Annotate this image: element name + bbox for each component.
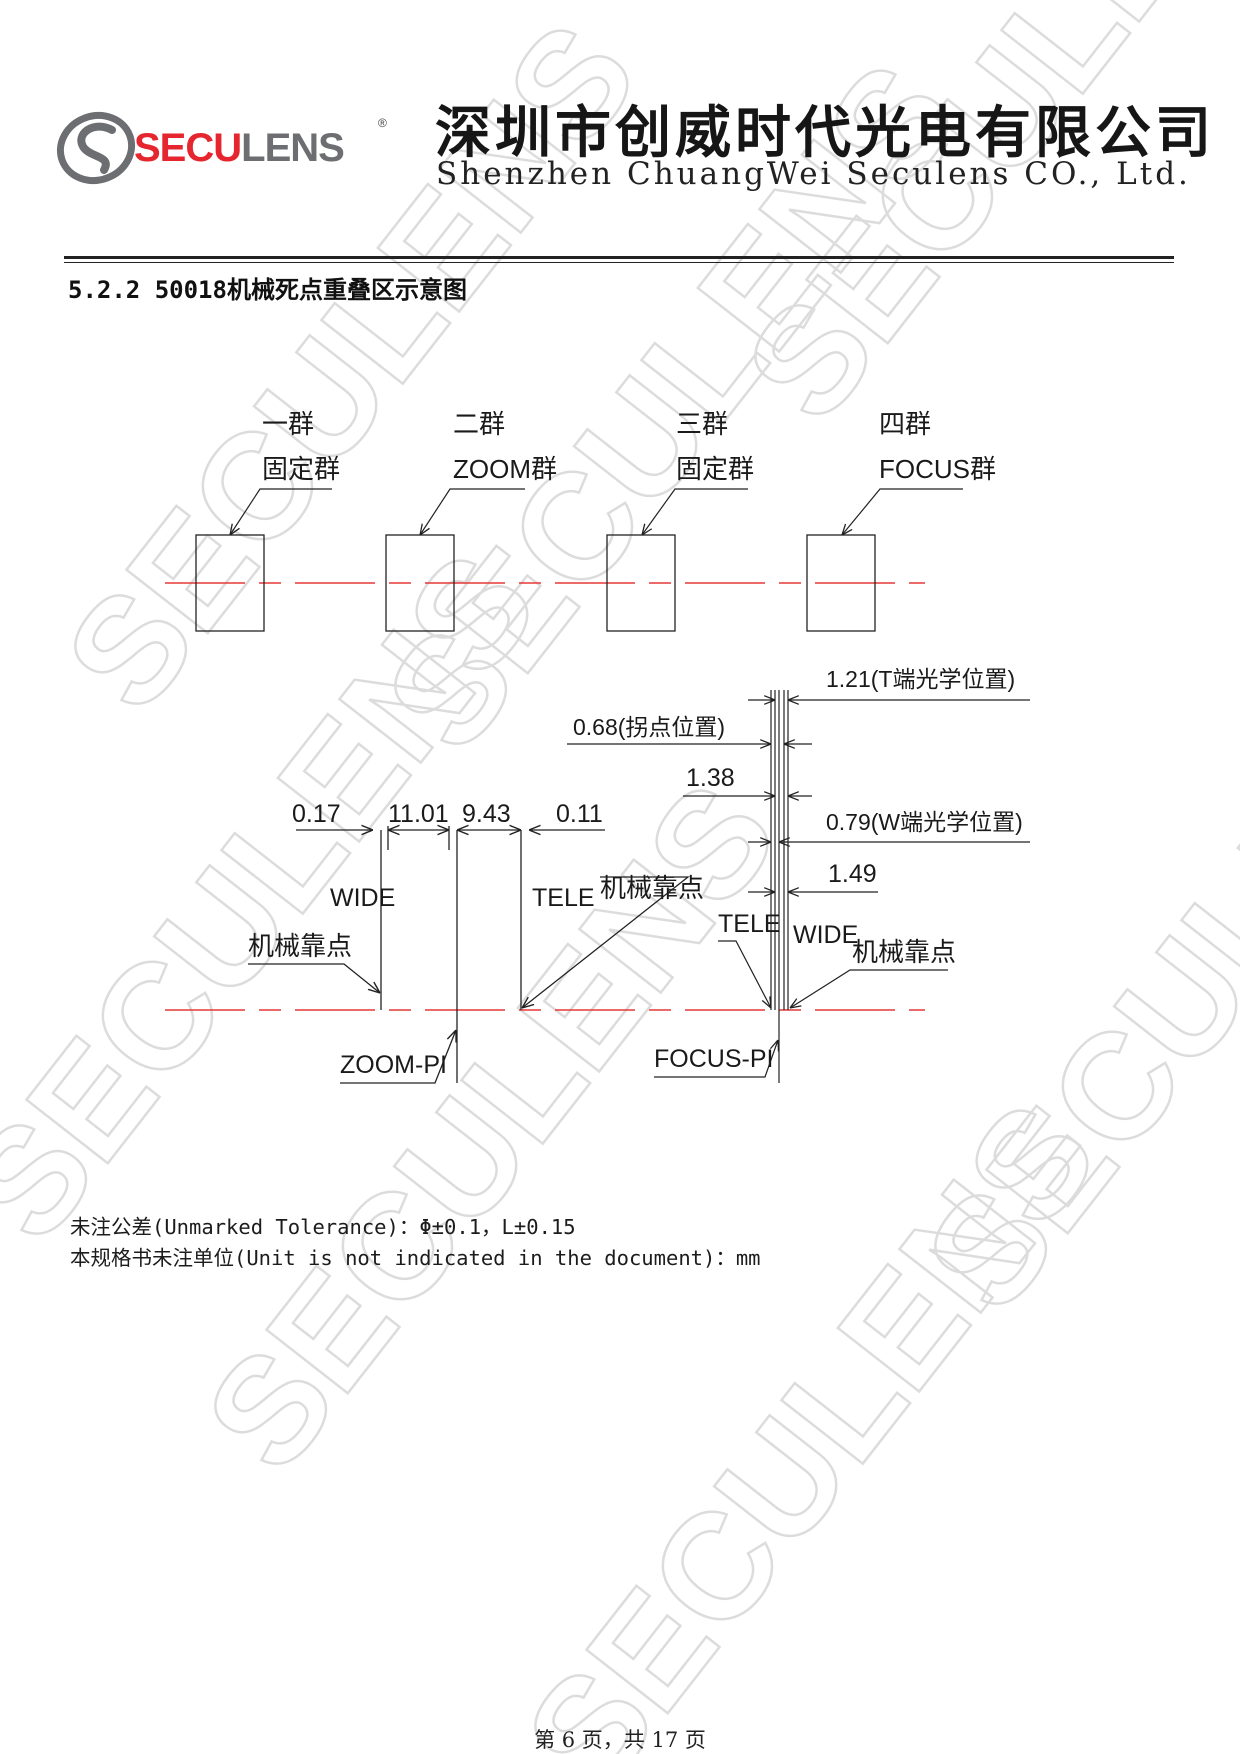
zoom-wide-label: WIDE	[330, 884, 395, 912]
logo-text-red: SECU	[134, 126, 242, 170]
group-4-name: FOCUS群	[879, 454, 996, 484]
focus-dim-149-label: 1.49	[828, 860, 877, 888]
company-name-en: Shenzhen ChuangWei Seculens CO., Ltd.	[436, 156, 1191, 192]
focus-pi-leader	[654, 1040, 778, 1078]
focus-dim-079-label: 0.79(W端光学位置)	[826, 809, 1023, 835]
tolerance-note: 未注公差(Unmarked Tolerance)：Φ±0.1，L±0.15	[70, 1215, 576, 1239]
zoom-dim-943-label: 9.43	[462, 800, 511, 828]
mechanical-stop-diagram: 一群 固定群 二群 ZOOM群 三群 固定群 四群 FOCUS群 0.17 11…	[165, 409, 1030, 1084]
logo-wordmark: SECULENS	[134, 126, 345, 171]
leader-group-4	[842, 488, 963, 535]
focus-wide-stop-label: 机械靠点	[852, 937, 956, 967]
zoom-dim-011-label: 0.11	[556, 800, 603, 828]
focus-dim-138-label: 1.38	[686, 764, 735, 792]
zoom-tele-label: TELE	[532, 884, 595, 912]
logo-text-gray: LENS	[241, 126, 345, 170]
zoom-dim-017-label: 0.17	[292, 800, 341, 828]
leader-group-1	[230, 488, 332, 535]
focus-wide-label: WIDE	[793, 921, 858, 949]
group-2-name: ZOOM群	[453, 454, 557, 484]
zoom-dim-1101-label: 11.01	[388, 800, 449, 828]
group-1-label: 一群	[262, 409, 314, 439]
zoom-wide-stop-leader	[248, 963, 380, 993]
group-3-name: 固定群	[676, 454, 754, 484]
leader-group-2	[420, 488, 525, 535]
zoom-tele-stop-leader	[522, 876, 690, 1008]
seculens-logo-icon	[56, 112, 136, 184]
group-4-label: 四群	[879, 409, 931, 439]
registered-mark: ®	[378, 116, 387, 130]
watermark-text: SECULENS	[493, 1073, 1128, 1754]
zoom-tele-stop-label: 机械靠点	[600, 873, 704, 903]
focus-wide-stop-leader	[790, 969, 948, 1008]
zoom-wide-stop-label: 机械靠点	[248, 931, 352, 961]
section-title: 5.2.2 50018机械死点重叠区示意图	[68, 276, 467, 304]
unit-note: 本规格书未注单位(Unit is not indicated in the do…	[70, 1246, 761, 1270]
zoom-pi-label: ZOOM-PI	[340, 1051, 447, 1079]
focus-tele-label: TELE	[718, 910, 781, 938]
group-2-label: 二群	[453, 409, 505, 439]
zoom-pi-leader	[340, 1030, 456, 1084]
focus-pi-label: FOCUS-PI	[654, 1045, 773, 1073]
group-3-label: 三群	[676, 409, 728, 439]
group-1-name: 固定群	[262, 454, 340, 484]
leader-group-3	[642, 488, 748, 535]
document-header: SECULENS ® 深圳市创威时代光电有限公司 Shenzhen Chuang…	[0, 0, 1240, 304]
page-number: 第 6 页，共 17 页	[534, 1728, 706, 1752]
focus-tele-leader	[718, 940, 771, 1008]
focus-dim-121-label: 1.21(T端光学位置)	[826, 666, 1015, 692]
header-rule	[64, 256, 1174, 259]
company-name-cn: 深圳市创威时代光电有限公司	[435, 101, 1215, 166]
focus-dim-068-label: 0.68(拐点位置)	[573, 714, 725, 740]
header-rule-thin	[64, 262, 1174, 263]
notes-block: 未注公差(Unmarked Tolerance)：Φ±0.1，L±0.15 本规…	[70, 1212, 761, 1274]
